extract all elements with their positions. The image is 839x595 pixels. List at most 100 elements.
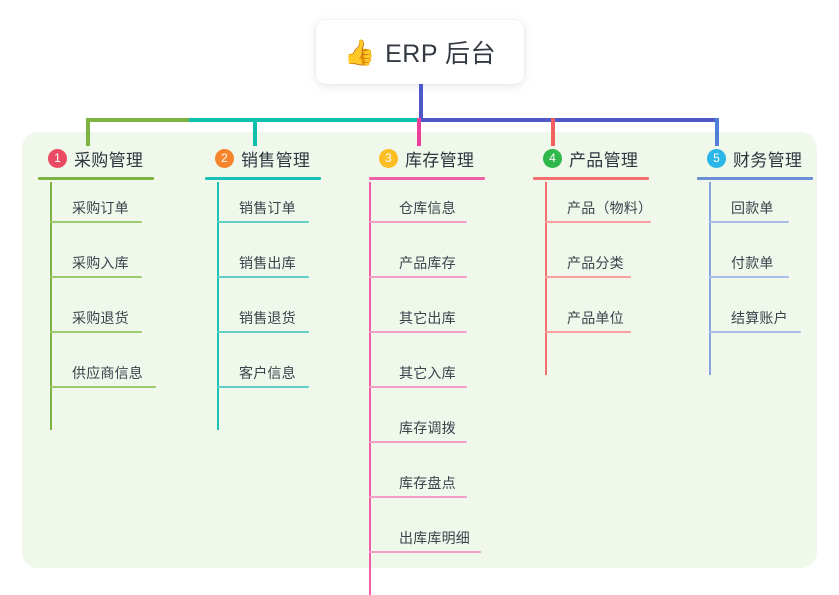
leaf-node[interactable]: 客户信息 (217, 363, 309, 388)
leaf-node[interactable]: 产品库存 (369, 253, 467, 278)
leaf-label: 产品单位 (567, 310, 624, 326)
leaf-node[interactable]: 库存调拨 (369, 418, 467, 443)
leaf-label: 库存调拨 (399, 420, 456, 436)
leaf-label: 回款单 (731, 200, 774, 216)
branch-spine-1 (50, 182, 52, 430)
leaf-rule (709, 276, 789, 278)
leaf-label: 销售订单 (239, 200, 296, 216)
leaf-label: 结算账户 (731, 310, 788, 326)
leaf-node[interactable]: 销售出库 (217, 253, 309, 278)
leaf-label: 产品（物料） (567, 200, 653, 216)
branches-panel (22, 132, 817, 568)
branch-column-2: 2 销售管理 销售订单 销售出库 销售退货 客户信息 (197, 146, 321, 430)
leaf-node[interactable]: 产品分类 (545, 253, 631, 278)
connector-drop-branch-5 (715, 118, 719, 146)
leaf-label: 其它入库 (399, 365, 456, 381)
leaf-node[interactable]: 采购订单 (50, 198, 142, 223)
branch-header-5[interactable]: 5 财务管理 (689, 146, 802, 170)
branch-header-2[interactable]: 2 销售管理 (197, 146, 310, 170)
leaf-label: 采购订单 (72, 200, 129, 216)
leaf-label: 其它出库 (399, 310, 456, 326)
branch-title-3: 库存管理 (405, 150, 475, 170)
connector-drop-branch-1 (86, 118, 90, 146)
leaf-rule (369, 386, 467, 388)
branch-column-5: 5 财务管理 回款单 付款单 结算账户 (689, 146, 813, 375)
branch-header-1[interactable]: 1 采购管理 (30, 146, 143, 170)
branch-header-4[interactable]: 4 产品管理 (525, 146, 638, 170)
branch-rule-1 (38, 177, 154, 180)
connector-bus-indigo (419, 118, 719, 122)
branch-rule-2 (205, 177, 321, 180)
branch-column-3: 3 库存管理 仓库信息 产品库存 其它出库 其它入库 库存调拨 库存盘点 (361, 146, 485, 595)
leaf-label: 产品分类 (567, 255, 624, 271)
leaf-node[interactable]: 销售退货 (217, 308, 309, 333)
leaf-rule (50, 276, 142, 278)
branch-spine-5 (709, 182, 711, 375)
branch-title-2: 销售管理 (241, 150, 311, 170)
leaf-label: 销售退货 (239, 310, 296, 326)
leaf-node[interactable]: 付款单 (709, 253, 789, 278)
branch-badge-4: 4 (543, 148, 562, 168)
leaf-node[interactable]: 结算账户 (709, 308, 801, 333)
branch-spine-3 (369, 182, 371, 595)
leaf-label: 付款单 (731, 255, 774, 271)
leaf-rule (369, 276, 467, 278)
leaf-rule (369, 441, 467, 443)
leaf-label: 出库库明细 (399, 530, 470, 546)
leaf-rule (545, 221, 651, 223)
leaf-rule (217, 276, 309, 278)
leaf-node[interactable]: 销售订单 (217, 198, 309, 223)
connector-drop-branch-2 (253, 118, 257, 146)
leaf-rule (217, 386, 309, 388)
leaf-rule (369, 551, 481, 553)
connector-drop-branch-4 (551, 118, 555, 146)
branch-column-4: 4 产品管理 产品（物料） 产品分类 产品单位 (525, 146, 652, 375)
leaf-label: 销售出库 (239, 255, 296, 271)
leaf-label: 客户信息 (239, 365, 296, 381)
leaf-rule (50, 221, 142, 223)
leaf-node[interactable]: 产品单位 (545, 308, 631, 333)
leaf-rule (217, 221, 309, 223)
branch-badge-2: 2 (215, 148, 234, 168)
leaf-rule (217, 331, 309, 333)
leaf-rule (545, 331, 631, 333)
leaf-node[interactable]: 库存盘点 (369, 473, 467, 498)
leaf-node[interactable]: 采购退货 (50, 308, 142, 333)
leaf-rule (369, 221, 467, 223)
branch-column-1: 1 采购管理 采购订单 采购入库 采购退货 供应商信息 (30, 146, 156, 430)
branch-badge-5: 5 (707, 148, 726, 168)
root-node-content: 👍 ERP 后台 (344, 34, 496, 70)
branch-title-1: 采购管理 (74, 150, 144, 170)
leaf-node[interactable]: 其它出库 (369, 308, 467, 333)
connector-bus-green (86, 118, 191, 122)
connector-drop-branch-3 (417, 118, 421, 146)
branch-badge-1: 1 (48, 148, 67, 168)
leaf-rule (545, 276, 631, 278)
leaf-node[interactable]: 仓库信息 (369, 198, 467, 223)
branch-header-3[interactable]: 3 库存管理 (361, 146, 474, 170)
leaf-node[interactable]: 供应商信息 (50, 363, 156, 388)
leaf-node[interactable]: 产品（物料） (545, 198, 652, 223)
leaf-node[interactable]: 出库库明细 (369, 528, 481, 553)
branch-rule-4 (533, 177, 649, 180)
leaf-label: 采购入库 (72, 255, 129, 271)
leaf-rule (709, 221, 789, 223)
leaf-rule (369, 496, 467, 498)
connector-trunk-vertical (419, 84, 423, 118)
branch-rule-3 (369, 177, 485, 180)
connector-bus-teal (189, 118, 421, 122)
leaf-label: 供应商信息 (72, 365, 143, 381)
branch-title-5: 财务管理 (733, 150, 803, 170)
branch-spine-4 (545, 182, 547, 375)
leaf-node[interactable]: 其它入库 (369, 363, 467, 388)
leaf-node[interactable]: 采购入库 (50, 253, 142, 278)
thumbs-up-icon: 👍 (343, 38, 376, 67)
leaf-rule (50, 331, 142, 333)
leaf-rule (709, 331, 801, 333)
root-node[interactable]: 👍 ERP 后台 (316, 20, 524, 84)
leaf-rule (369, 331, 467, 333)
branch-title-4: 产品管理 (569, 150, 639, 170)
leaf-node[interactable]: 回款单 (709, 198, 789, 223)
leaf-label: 采购退货 (72, 310, 129, 326)
